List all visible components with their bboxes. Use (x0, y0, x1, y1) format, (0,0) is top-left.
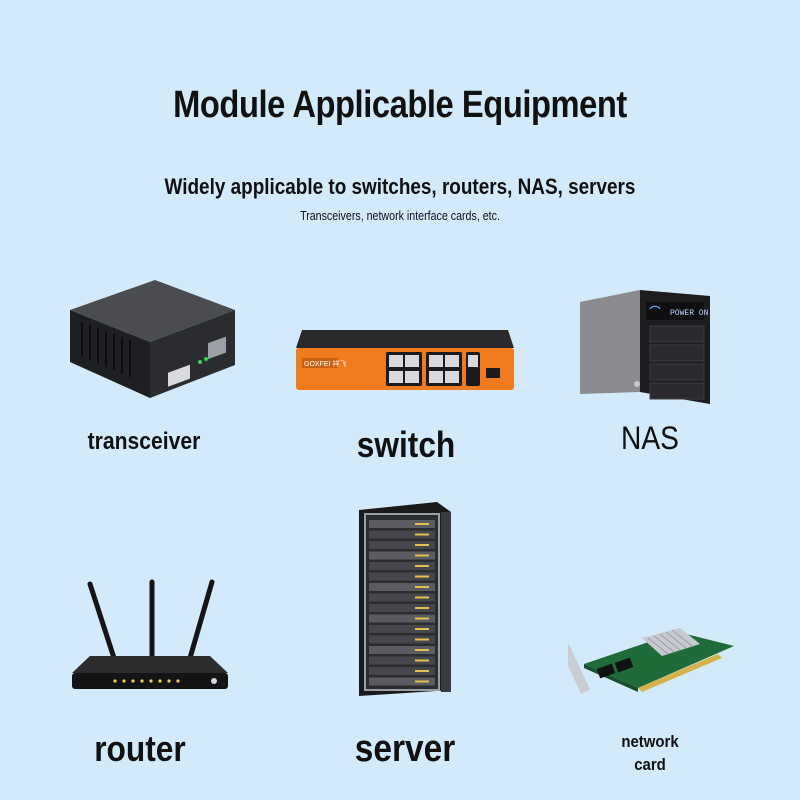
server-unit (369, 614, 435, 623)
server-unit (369, 541, 435, 549)
server-unit-led (415, 533, 429, 536)
server-unit (369, 667, 435, 675)
label-network-card-line1: network (621, 732, 679, 751)
label-network-card-line2: card (634, 755, 666, 774)
server-unit-led (415, 607, 429, 609)
router-icon (72, 579, 228, 689)
network-card-icon (568, 628, 734, 694)
label-nas: NAS (621, 420, 679, 456)
server-unit-led (415, 554, 429, 557)
label-router: router (94, 728, 186, 769)
server-unit (369, 520, 435, 528)
nas-icon: POWER ON (580, 290, 710, 404)
switch-brand-text: GOXFEI 祥飞 (304, 359, 346, 368)
server-unit-led (415, 565, 429, 567)
server-unit-led (415, 628, 429, 630)
server-unit (369, 625, 435, 633)
server-unit-led (415, 680, 429, 683)
server-unit-led (415, 617, 429, 620)
server-unit (369, 656, 435, 665)
network-switch-icon: GOXFEI 祥飞 (296, 330, 514, 390)
server-rack-icon (359, 502, 451, 696)
server-unit (369, 562, 435, 570)
server-unit-led (415, 575, 429, 578)
server-unit-led (415, 670, 429, 672)
server-unit-led (415, 523, 429, 525)
server-unit (369, 646, 435, 654)
server-unit (369, 677, 435, 686)
server-unit-led (415, 659, 429, 662)
server-unit-led (415, 544, 429, 546)
server-unit (369, 593, 435, 602)
server-unit (369, 530, 435, 539)
nas-screen-text: POWER ON (670, 309, 709, 318)
server-unit (369, 572, 435, 581)
page-title: Module Applicable Equipment (173, 84, 627, 126)
server-rack-units (369, 520, 435, 686)
label-server: server (354, 728, 456, 770)
server-unit-led (415, 638, 429, 641)
page-note: Transceivers, network interface cards, e… (300, 208, 500, 223)
server-unit (369, 635, 435, 644)
server-unit (369, 583, 435, 591)
server-unit-led (415, 649, 429, 651)
server-unit (369, 551, 435, 560)
label-switch: switch (356, 424, 456, 465)
server-unit (369, 604, 435, 612)
page-subtitle: Widely applicable to switches, routers, … (164, 174, 636, 199)
server-unit-led (415, 596, 429, 599)
server-unit-led (415, 586, 429, 588)
label-transceiver: transceiver (87, 428, 201, 455)
label-network-card: network card (588, 730, 711, 776)
media-converter-icon (70, 280, 235, 398)
